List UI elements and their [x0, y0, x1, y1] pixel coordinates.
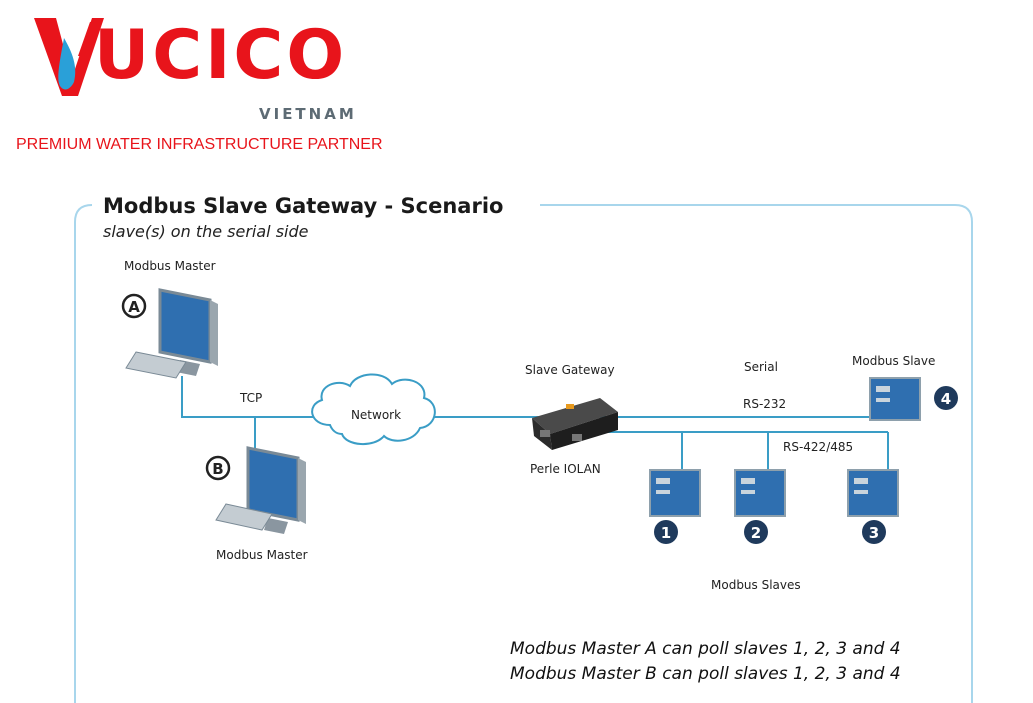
diagram-frame — [74, 204, 973, 703]
gateway-bottom-label: Perle IOLAN — [530, 462, 601, 476]
brand-logo: UCICO VIETNAM PREMIUM WATER INFRASTRUCTU… — [14, 10, 394, 160]
note-master-b: Modbus Master B can poll slaves 1, 2, 3 … — [510, 664, 901, 684]
slave-2-device-icon — [734, 469, 786, 517]
tcp-label: TCP — [240, 391, 263, 405]
logo-wordmark: UCICO — [94, 16, 348, 95]
rs232-label: RS-232 — [743, 397, 787, 411]
svg-text:B: B — [212, 460, 223, 478]
svg-text:1: 1 — [661, 524, 671, 542]
svg-text:3: 3 — [869, 524, 879, 542]
master-b-label: Modbus Master — [216, 548, 308, 562]
slave-4-label: Modbus Slave — [852, 354, 936, 368]
gateway-top-label: Slave Gateway — [525, 363, 615, 377]
slave-1-number-badge: 1 — [654, 520, 678, 544]
slave-2-number-badge: 2 — [744, 520, 768, 544]
logo-v-mark-icon — [34, 18, 104, 96]
master-b-computer-icon — [215, 446, 306, 534]
master-a-computer-icon — [125, 288, 218, 379]
slave-1-device-icon — [649, 469, 701, 517]
badge-a-icon: A — [121, 293, 147, 319]
slaves-label: Modbus Slaves — [711, 578, 801, 592]
svg-text:2: 2 — [751, 524, 761, 542]
note-master-a: Modbus Master A can poll slaves 1, 2, 3 … — [510, 639, 901, 659]
diagram-subtitle: slave(s) on the serial side — [103, 222, 309, 241]
rs485-label: RS-422/485 — [783, 440, 854, 454]
master-a-label: Modbus Master — [124, 259, 216, 273]
badge-b-icon: B — [205, 455, 231, 481]
svg-text:4: 4 — [941, 390, 951, 408]
svg-text:A: A — [128, 298, 140, 316]
logo-country: VIETNAM — [259, 105, 357, 123]
diagram-title: Modbus Slave Gateway - Scenario — [103, 194, 504, 218]
serial-label: Serial — [744, 360, 778, 374]
slave-3-device-icon — [847, 469, 899, 517]
slave-3-number-badge: 3 — [862, 520, 886, 544]
slave-4-device-icon — [869, 377, 921, 421]
slave-4-number-badge: 4 — [934, 386, 958, 410]
logo-tagline: PREMIUM WATER INFRASTRUCTURE PARTNER — [16, 136, 383, 153]
network-label: Network — [351, 408, 401, 422]
network-cloud-icon — [311, 373, 436, 445]
gateway-device-icon — [532, 398, 618, 450]
